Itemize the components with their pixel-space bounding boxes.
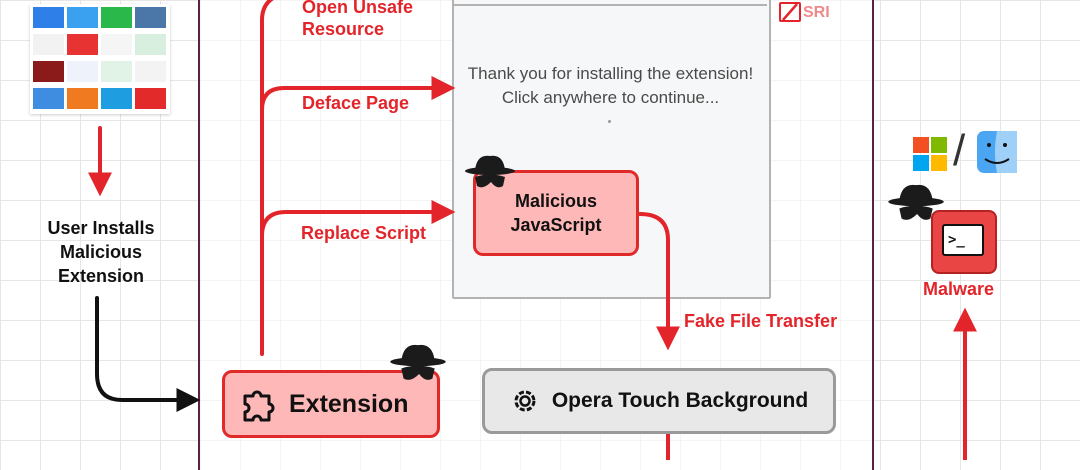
malicious-js-line-2: JavaScript [510,215,602,235]
os-separator: / [953,126,966,175]
puzzle-icon [243,390,275,422]
app-tile [135,7,166,28]
replace-script-label: Replace Script [301,223,427,243]
spy-icon [465,155,515,188]
spy-icon [888,184,944,220]
app-tile [33,88,64,109]
extension-node: Extension [222,370,440,438]
user-installs-line-3: Extension [57,266,145,286]
arrow-replace-script [260,200,456,238]
malware-label: Malware [923,279,995,299]
arrow-install-to-extension [95,296,201,412]
app-tile [101,7,132,28]
arrow-extension-trunk [260,0,274,356]
opera-touch-label: Opera Touch Background [551,389,809,412]
user-installs-line-2: Malicious [59,242,143,262]
webpage-address-bar [452,4,767,6]
arrows-layer [88,0,977,460]
malicious-javascript-node: Malicious JavaScript [473,170,639,256]
app-tile [67,61,98,82]
opera-touch-background-node: Opera Touch Background [482,368,836,434]
extension-label: Extension [289,389,409,418]
app-tile [135,88,166,109]
app-tile [33,7,64,28]
app-tile [101,61,132,82]
install-message-line-1: Thank you for installing the extension! [467,64,754,83]
app-tile [33,61,64,82]
install-message-line-2: Click anywhere to continue... [501,88,720,107]
app-tile [67,34,98,55]
arrow-deface-page [260,76,456,112]
terminal-prompt: >_ [942,224,984,256]
windows-logo-icon [913,137,947,171]
extension-store-grid [30,4,170,114]
sri-icon [779,2,801,22]
malicious-js-line-1: Malicious [514,191,598,211]
app-tile [67,88,98,109]
cursor-dot [608,120,611,123]
install-message: Thank you for installing the extension! … [452,62,769,110]
app-tile [135,34,166,55]
open-unsafe-line-1: Open Unsafe [302,0,414,17]
app-tile [101,34,132,55]
gear-icon [514,390,536,412]
arrow-fake-file-transfer [638,212,680,351]
open-unsafe-line-2: Resource [302,19,385,39]
app-tile [67,7,98,28]
app-tile [33,34,64,55]
open-unsafe-resource-label: Open Unsafe Resource [302,0,413,40]
fake-file-transfer-label: Fake File Transfer [684,311,838,331]
app-tile [135,61,166,82]
spy-icon [390,344,446,380]
app-tile [101,88,132,109]
user-installs-label: User Installs Malicious Extension [20,216,182,288]
finder-logo-icon [977,131,1017,173]
deface-page-label: Deface Page [302,93,410,113]
sri-label: SRI [803,4,830,21]
terminal-icon: >_ [931,210,997,274]
user-installs-line-1: User Installs [47,218,155,238]
